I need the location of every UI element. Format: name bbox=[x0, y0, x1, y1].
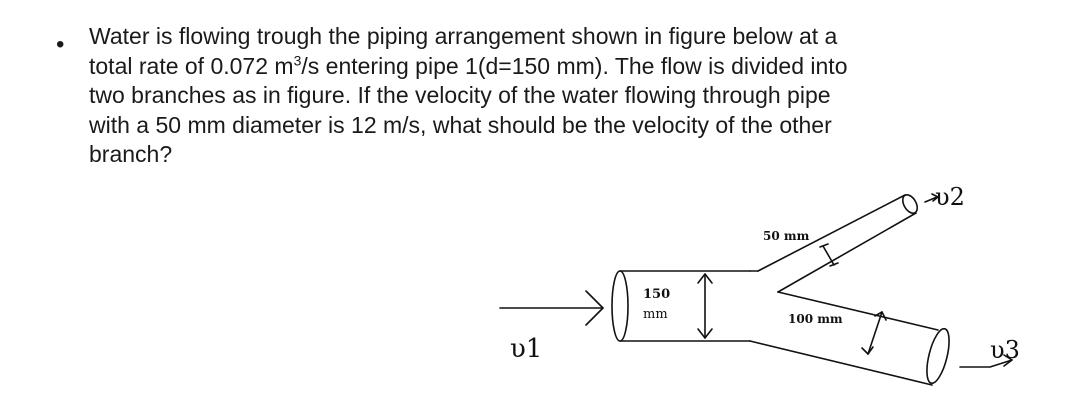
question-text: Water is flowing trough the piping arran… bbox=[89, 22, 1049, 170]
d50-label: 50 mm bbox=[763, 229, 810, 243]
v1-label: υ1 bbox=[510, 334, 542, 364]
d150-arrow-bottom bbox=[697, 328, 713, 339]
question-line-2-start: total rate of 0.072 m bbox=[89, 52, 294, 79]
branch2-upper-wall bbox=[777, 212, 917, 293]
v3-label: υ3 bbox=[990, 336, 1020, 364]
d150-label-number: 150 bbox=[643, 287, 670, 302]
v3-arrow-shaft bbox=[959, 359, 1013, 368]
v2-arrowhead bbox=[931, 193, 939, 202]
v2-label: υ2 bbox=[935, 183, 965, 211]
question-line-3: two branches as in figure. If the veloci… bbox=[89, 82, 831, 108]
branch3-lower-wall bbox=[749, 340, 933, 386]
d150-arrow-top bbox=[697, 273, 713, 284]
branch2-outlet-ellipse bbox=[901, 194, 919, 214]
question-line-2: total rate of 0.072 m3/s entering pipe 1… bbox=[89, 52, 1049, 82]
question-line-1: Water is flowing trough the piping arran… bbox=[89, 23, 838, 49]
d100-arrow-bottom bbox=[861, 346, 874, 355]
branch3-outlet-ellipse bbox=[926, 327, 950, 385]
bullet-point: • bbox=[56, 31, 65, 58]
branch2-lower-wall bbox=[757, 194, 906, 272]
v3-arrowhead bbox=[1003, 354, 1013, 367]
d100-label: 100 mm bbox=[788, 312, 843, 326]
branch3-upper-wall bbox=[777, 291, 939, 331]
d50-dimension-line bbox=[822, 245, 835, 266]
v2-arrow-shaft bbox=[924, 196, 938, 203]
question-line-2-end: /s entering pipe 1(d=150 mm). The flow i… bbox=[301, 52, 848, 79]
d100-arrow-top bbox=[874, 311, 887, 321]
inlet-flow-arrowhead bbox=[585, 290, 604, 326]
d150-label-unit: mm bbox=[643, 307, 668, 322]
d50-tick-top bbox=[819, 243, 829, 248]
pipe1-inlet-ellipse bbox=[611, 270, 629, 342]
cubic-superscript: 3 bbox=[293, 51, 302, 68]
question-line-5: branch? bbox=[89, 141, 173, 167]
d100-dimension-line bbox=[867, 311, 883, 355]
d50-tick-bottom bbox=[829, 262, 839, 267]
question-line-4: with a 50 mm diameter is 12 m/s, what sh… bbox=[89, 111, 832, 138]
